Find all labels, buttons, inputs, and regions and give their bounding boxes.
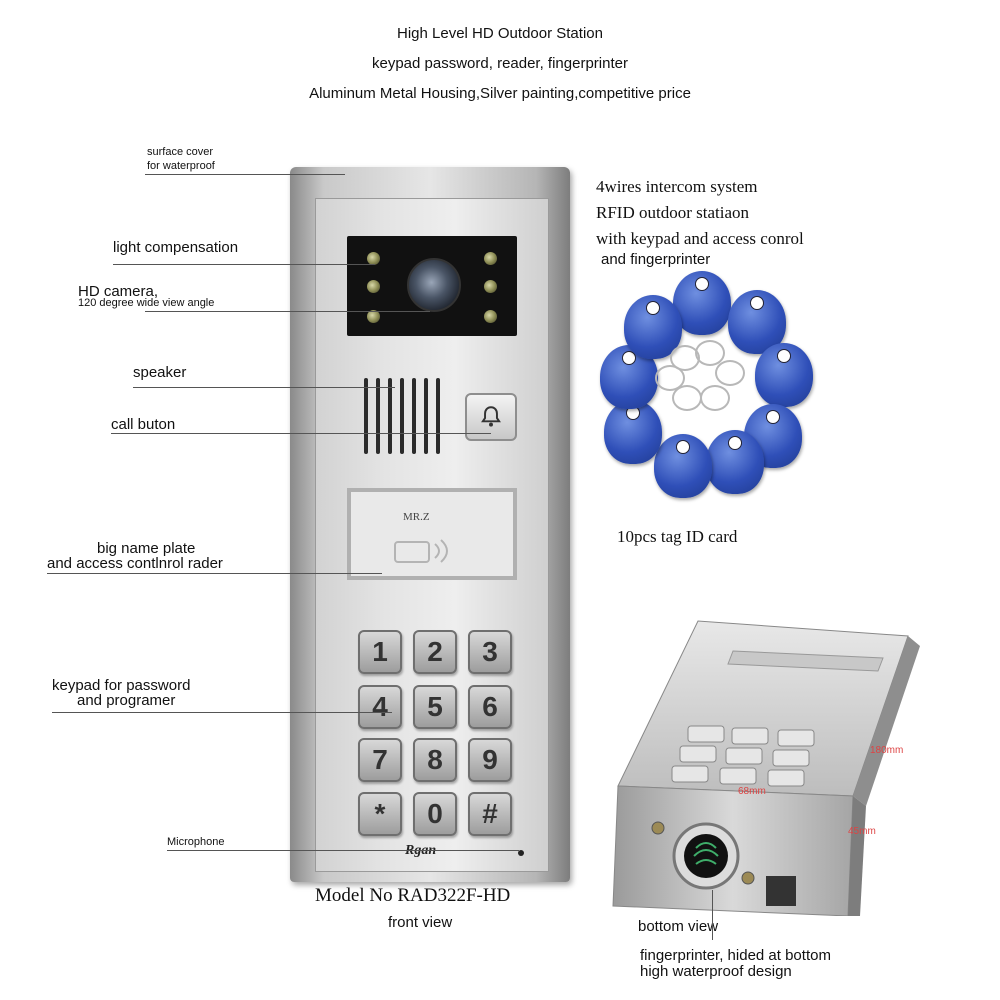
label-keypad: keypad for password <box>52 677 191 694</box>
leader-line <box>145 311 430 312</box>
leader-line <box>111 433 491 434</box>
key-4[interactable]: 4 <box>358 685 402 729</box>
label-surface-cover-2: for waterproof <box>147 160 215 172</box>
ir-led-icon <box>367 280 380 293</box>
key-ring-icon <box>700 385 730 411</box>
label-name-plate-2: and access contlnrol rader <box>47 555 223 572</box>
header-line-2: keypad password, reader, fingerprinter <box>372 55 628 72</box>
fingerprint-caption-1: fingerprinter, hided at bottom <box>640 947 831 964</box>
key-5[interactable]: 5 <box>413 685 457 729</box>
label-light-compensation: light compensation <box>113 239 239 256</box>
key-ring-icon <box>672 385 702 411</box>
leader-line <box>145 174 345 175</box>
rfid-tag-icon <box>706 430 764 494</box>
rfid-tag-icon <box>755 343 813 407</box>
key-ring-icon <box>715 360 745 386</box>
key-6[interactable]: 6 <box>468 685 512 729</box>
key-star[interactable]: * <box>358 792 402 836</box>
leader-line <box>52 712 392 713</box>
rfid-tag-icon <box>673 271 731 335</box>
key-7[interactable]: 7 <box>358 738 402 782</box>
camera-window <box>347 236 517 336</box>
ir-led-icon <box>484 280 497 293</box>
header-line-1: High Level HD Outdoor Station <box>397 25 603 42</box>
dimension-depth: 45mm <box>848 826 876 837</box>
ir-led-icon <box>484 310 497 323</box>
rfid-tag-icon <box>604 400 662 464</box>
system-desc-line-2: RFID outdoor statiaon <box>596 203 749 222</box>
microphone-hole <box>518 850 524 856</box>
dimension-width: 68mm <box>738 786 766 797</box>
key-ring-icon <box>695 340 725 366</box>
name-card-text: MR.Z <box>403 511 430 523</box>
leader-line <box>47 573 382 574</box>
rfid-tag-icon <box>624 295 682 359</box>
leader-line <box>113 264 375 265</box>
brand-logo: Rgan <box>405 843 437 858</box>
ir-led-icon <box>484 252 497 265</box>
label-keypad-2: and programer <box>77 692 176 709</box>
model-number: Model No RAD322F-HD <box>315 885 511 906</box>
key-hash[interactable]: # <box>468 792 512 836</box>
key-1[interactable]: 1 <box>358 630 402 674</box>
label-surface-cover: surface cover <box>147 146 214 158</box>
key-8[interactable]: 8 <box>413 738 457 782</box>
bottom-view-caption: bottom view <box>638 918 719 935</box>
tags-caption: 10pcs tag ID card <box>617 527 738 546</box>
key-ring-icon <box>655 365 685 391</box>
system-desc-line-3: with keypad and access conrol <box>596 229 804 248</box>
dimension-height: 180mm <box>870 745 904 756</box>
label-hd-camera-2: 120 degree wide view angle <box>78 297 215 309</box>
bottom-view-illustration <box>612 620 920 916</box>
key-2[interactable]: 2 <box>413 630 457 674</box>
rfid-tag-icon <box>654 434 712 498</box>
ir-led-icon <box>367 310 380 323</box>
key-0[interactable]: 0 <box>413 792 457 836</box>
camera-lens-icon <box>407 258 461 312</box>
label-microphone: Microphone <box>167 836 225 848</box>
label-name-plate: big name plate <box>97 540 196 557</box>
rfid-card-icon <box>394 539 448 563</box>
key-3[interactable]: 3 <box>468 630 512 674</box>
system-desc-line-1: 4wires intercom system <box>596 177 758 196</box>
header-line-3: Aluminum Metal Housing,Silver painting,c… <box>309 85 691 102</box>
leader-line <box>133 387 395 388</box>
speaker-grille <box>362 378 440 454</box>
fingerprint-caption-2: high waterproof design <box>640 963 792 980</box>
name-plate: MR.Z <box>347 488 517 580</box>
system-desc-line-4: and fingerprinter <box>601 251 711 268</box>
ir-led-icon <box>367 252 380 265</box>
key-9[interactable]: 9 <box>468 738 512 782</box>
label-speaker: speaker <box>133 364 187 381</box>
leader-line <box>712 890 713 940</box>
label-hd-camera: HD camera, <box>78 283 159 300</box>
bell-icon <box>481 406 501 427</box>
leader-line <box>167 850 519 851</box>
front-view-caption: front view <box>388 914 453 931</box>
label-call-button: call buton <box>111 416 176 433</box>
